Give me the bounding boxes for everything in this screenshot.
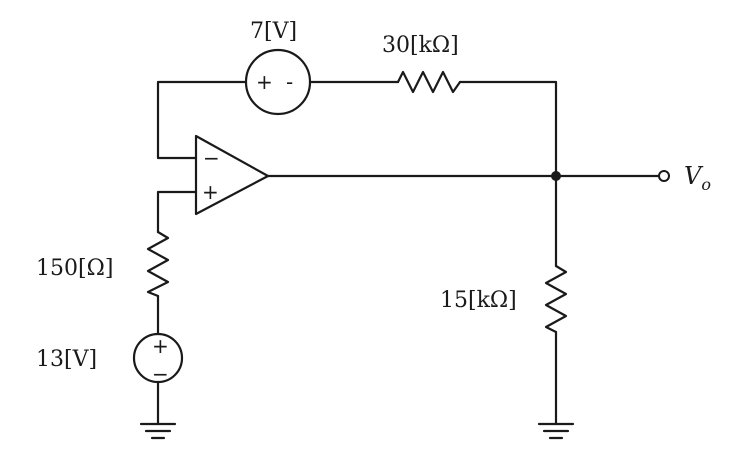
wire-inverting-to-top — [156, 80, 248, 160]
voltage-source-13v-circle — [132, 332, 184, 384]
opamp-noninverting-sign: + — [202, 180, 219, 204]
resistor-150-label: 150[Ω] — [36, 256, 113, 281]
wires — [156, 80, 661, 426]
resistor-30k-label: 30[kΩ] — [382, 33, 459, 58]
resistor-15k-zigzag — [544, 264, 568, 334]
output-label-main: V — [684, 162, 704, 190]
opamp: − + — [194, 134, 270, 216]
voltage-source-13v-plus: + — [152, 334, 169, 358]
resistor-30k-zigzag — [396, 70, 462, 94]
voltage-source-13v-label: 13[V] — [36, 347, 97, 372]
output-label: Vo — [684, 162, 711, 194]
resistor-150-zigzag — [146, 230, 170, 298]
voltage-source-7v: + - 7[V] — [244, 19, 312, 116]
voltage-source-13v: + − 13[V] — [36, 332, 184, 386]
voltage-source-13v-minus: − — [152, 362, 169, 386]
output-terminal: Vo — [658, 162, 711, 194]
voltage-source-7v-circle — [244, 48, 312, 116]
resistor-150: 150[Ω] — [36, 230, 170, 298]
resistor-15k: 15[kΩ] — [440, 264, 568, 334]
junction-node — [551, 171, 561, 181]
output-label-subscript: o — [701, 175, 711, 194]
voltage-source-7v-plus: + — [256, 70, 273, 94]
resistor-15k-label: 15[kΩ] — [440, 288, 517, 313]
opamp-inverting-sign: − — [203, 146, 220, 170]
resistor-30k: 30[kΩ] — [382, 33, 462, 94]
wire-30k-to-node — [458, 80, 558, 178]
wire-noninverting-to-150 — [156, 190, 198, 234]
opamp-triangle — [194, 134, 270, 216]
voltage-source-7v-minus: - — [286, 70, 293, 94]
output-terminal-circle — [658, 170, 670, 182]
ground-left-icon — [139, 422, 177, 440]
voltage-source-7v-label: 7[V] — [250, 19, 297, 44]
ground-right-icon — [537, 422, 575, 440]
